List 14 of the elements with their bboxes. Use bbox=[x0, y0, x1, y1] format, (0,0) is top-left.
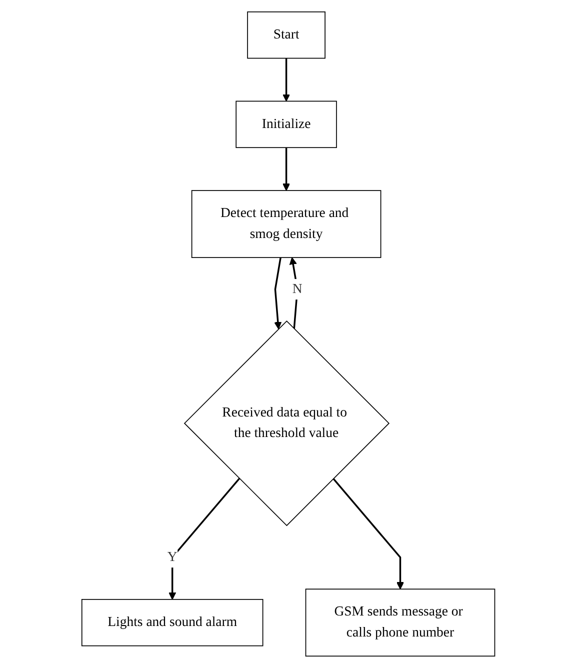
arrow bbox=[168, 478, 240, 600]
arrow bbox=[289, 257, 298, 329]
node-box: Lights and sound alarm bbox=[81, 599, 263, 646]
node-box: GSM sends message or calls phone number bbox=[305, 588, 495, 657]
arrow bbox=[282, 148, 290, 191]
arrow bbox=[332, 478, 404, 590]
node-box: Detect temperature and smog density bbox=[191, 190, 381, 258]
node-diamond: Received data equal to the threshold value bbox=[184, 320, 390, 526]
arrow bbox=[282, 58, 290, 102]
node-box: Initialize bbox=[235, 100, 337, 148]
node-box: Start bbox=[246, 11, 326, 59]
edge-label: Y bbox=[167, 550, 177, 564]
arrow bbox=[274, 257, 282, 330]
edge-label: N bbox=[292, 282, 302, 296]
